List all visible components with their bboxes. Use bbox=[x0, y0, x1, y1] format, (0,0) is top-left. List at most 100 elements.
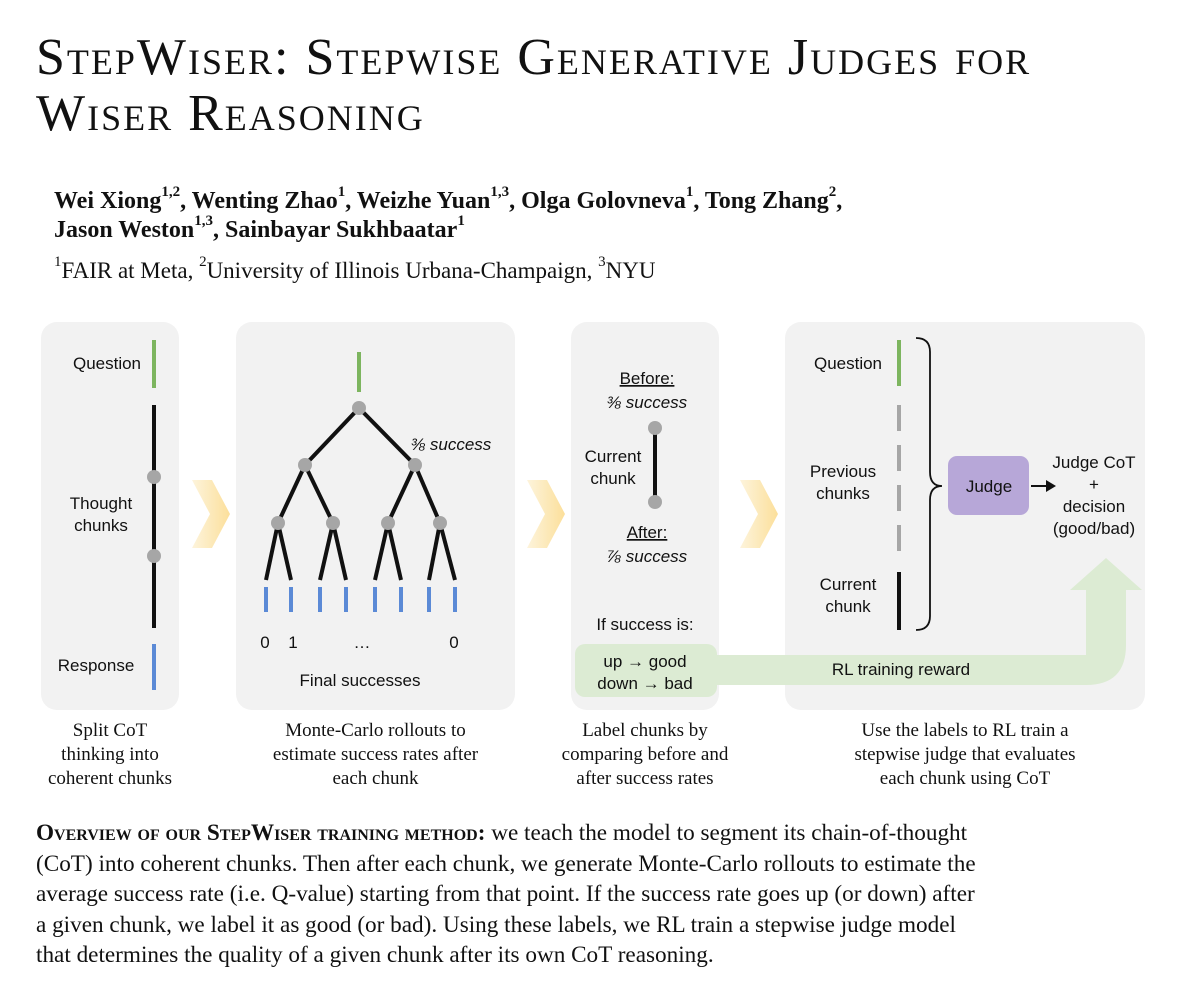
thought-chunks-label: Thought chunks bbox=[52, 493, 150, 537]
chunk-boundary-node bbox=[147, 470, 161, 484]
flow-arrow-icon bbox=[740, 480, 778, 548]
affiliation-mark: 3 bbox=[598, 254, 606, 271]
affiliation-list: 1FAIR at Meta, 2University of Illinois U… bbox=[54, 254, 656, 283]
before-success-value: ⅜ success bbox=[607, 393, 688, 412]
caption-rl-judge: Use the labels to RL train a stepwise ju… bbox=[815, 719, 1115, 791]
caption-line: stepwise judge that evaluates bbox=[854, 744, 1076, 765]
description-line: a given chunk, we label it as good (or b… bbox=[36, 911, 956, 938]
after-label: After: bbox=[627, 523, 668, 542]
author-name: Jason Weston bbox=[54, 217, 195, 243]
chunk-before-node bbox=[648, 421, 662, 435]
final-successes-label: Final successes bbox=[300, 671, 421, 690]
author-affiliation-mark: 1 bbox=[337, 184, 346, 200]
response-label: Response bbox=[57, 656, 135, 675]
judge-box bbox=[948, 456, 1029, 515]
tree-success-label: ⅜ success bbox=[411, 435, 492, 454]
description-lead: Overview of our StepWiser training metho… bbox=[36, 820, 486, 846]
flow-arrow-icon bbox=[527, 480, 565, 548]
question-label: Question bbox=[72, 354, 142, 373]
panel-rl-judge bbox=[785, 322, 1145, 710]
description-line: Overview of our StepWiser training metho… bbox=[36, 818, 1160, 849]
previous-chunks-line: chunks bbox=[816, 484, 870, 503]
author-name: Tong Zhang bbox=[704, 188, 829, 214]
input-brace bbox=[915, 337, 943, 631]
judge-output-line: Judge CoT bbox=[1052, 453, 1136, 472]
author-name: Weizhe Yuan bbox=[356, 188, 491, 214]
label-rule-box bbox=[575, 644, 717, 697]
judge-label: Judge bbox=[966, 477, 1012, 496]
author-affiliation-mark: 1,3 bbox=[194, 213, 214, 229]
affiliation-name: University of Illinois Urbana-Champaign bbox=[206, 258, 587, 283]
leaf-label-last: 0 bbox=[449, 633, 458, 652]
leaf-label-0: 0 bbox=[260, 633, 269, 652]
rollout-leaf-outcomes bbox=[264, 587, 457, 612]
leaf-label-1: 1 bbox=[288, 633, 297, 652]
judge-output-line: decision bbox=[1062, 497, 1126, 516]
judge-output-line: + bbox=[1089, 475, 1099, 494]
judge-current-chunk-line: chunk bbox=[825, 597, 871, 616]
author-name: Olga Golovneva bbox=[521, 188, 686, 214]
caption-split-cot: Split CoT thinking into coherent chunks bbox=[20, 719, 200, 791]
author-line-2: Jason Weston1,3, Sainbayar Sukhbaatar1 bbox=[54, 213, 465, 244]
author-name: Wei Xiong bbox=[54, 188, 162, 214]
author-affiliation-mark: 1 bbox=[457, 213, 465, 229]
judge-output-line: (good/bad) bbox=[1052, 519, 1136, 538]
current-chunk-line: chunk bbox=[590, 469, 636, 488]
judge-current-chunk-line: Current bbox=[819, 575, 877, 594]
thought-chunks-line: chunks bbox=[74, 516, 128, 535]
judge-current-chunk-label: Current chunk bbox=[800, 574, 896, 618]
previous-chunks-label: Previous chunks bbox=[795, 461, 891, 505]
current-chunk-line: Current bbox=[584, 447, 642, 466]
rl-reward-band bbox=[690, 558, 1142, 685]
author-list: Wei Xiong1,2, Wenting Zhao1, Weizhe Yuan… bbox=[54, 184, 1174, 245]
caption-line: Label chunks by bbox=[582, 720, 708, 741]
rule-down-bad: down → bad bbox=[597, 674, 692, 693]
title-line-2: Wiser Reasoning bbox=[36, 85, 425, 142]
description-line: average success rate (i.e. Q-value) star… bbox=[36, 881, 975, 907]
affiliation-mark: 1 bbox=[54, 254, 62, 271]
caption-line: Split CoT bbox=[72, 720, 148, 741]
arrow-head-icon bbox=[1046, 480, 1056, 492]
author-name: Wenting Zhao bbox=[191, 188, 338, 214]
after-success-value: ⅞ success bbox=[607, 547, 688, 566]
current-chunk-label: Current chunk bbox=[575, 446, 651, 490]
author-name: Sainbayar Sukhbaatar bbox=[225, 217, 458, 243]
if-success-label: If success is: bbox=[596, 615, 693, 634]
caption-label-chunks: Label chunks by comparing before and aft… bbox=[545, 719, 745, 791]
leaf-label-ellipsis: … bbox=[354, 633, 371, 652]
caption-monte-carlo: Monte-Carlo rollouts to estimate success… bbox=[236, 719, 515, 791]
caption-line: after success rates bbox=[576, 768, 714, 789]
author-line-1: Wei Xiong1,2, Wenting Zhao1, Weizhe Yuan… bbox=[54, 184, 843, 215]
author-affiliation-mark: 1,3 bbox=[490, 184, 510, 200]
affiliation-name: FAIR at Meta bbox=[61, 258, 188, 283]
description-line: that determines the quality of a given c… bbox=[36, 942, 714, 968]
rollout-tree bbox=[264, 352, 457, 581]
before-label: Before: bbox=[620, 369, 675, 388]
author-affiliation-mark: 1 bbox=[685, 184, 694, 200]
rule-up-good: up → good bbox=[603, 652, 686, 671]
author-affiliation-mark: 2 bbox=[828, 184, 837, 200]
thought-chunks-line: Thought bbox=[69, 494, 133, 513]
description-line: (CoT) into coherent chunks. Then after e… bbox=[36, 850, 976, 877]
caption-line: Use the labels to RL train a bbox=[861, 720, 1069, 741]
rl-reward-label: RL training reward bbox=[832, 660, 970, 679]
rollout-tree-nodes bbox=[271, 401, 447, 530]
author-affiliation-mark: 1,2 bbox=[161, 184, 181, 200]
caption-line: thinking into bbox=[61, 744, 159, 765]
caption-line: coherent chunks bbox=[48, 768, 172, 789]
chunk-boundary-node bbox=[147, 549, 161, 563]
caption-line: comparing before and bbox=[561, 744, 729, 765]
caption-line: each chunk using CoT bbox=[879, 768, 1051, 789]
title-line-1: StepWiser: Stepwise Generative Judges fo… bbox=[36, 29, 1032, 86]
caption-line: each chunk bbox=[332, 768, 419, 789]
judge-output-label: Judge CoT + decision (good/bad) bbox=[1046, 452, 1142, 540]
figure-description: Overview of our StepWiser training metho… bbox=[36, 818, 1160, 971]
previous-chunks-line: Previous bbox=[809, 462, 877, 481]
caption-line: estimate success rates after bbox=[272, 744, 479, 765]
chunk-after-node bbox=[648, 495, 662, 509]
paper-title: StepWiser: Stepwise Generative Judges fo… bbox=[36, 30, 1176, 142]
caption-line: Monte-Carlo rollouts to bbox=[285, 720, 466, 741]
flow-arrow-icon bbox=[192, 480, 230, 548]
affiliation-mark: 2 bbox=[199, 254, 207, 271]
